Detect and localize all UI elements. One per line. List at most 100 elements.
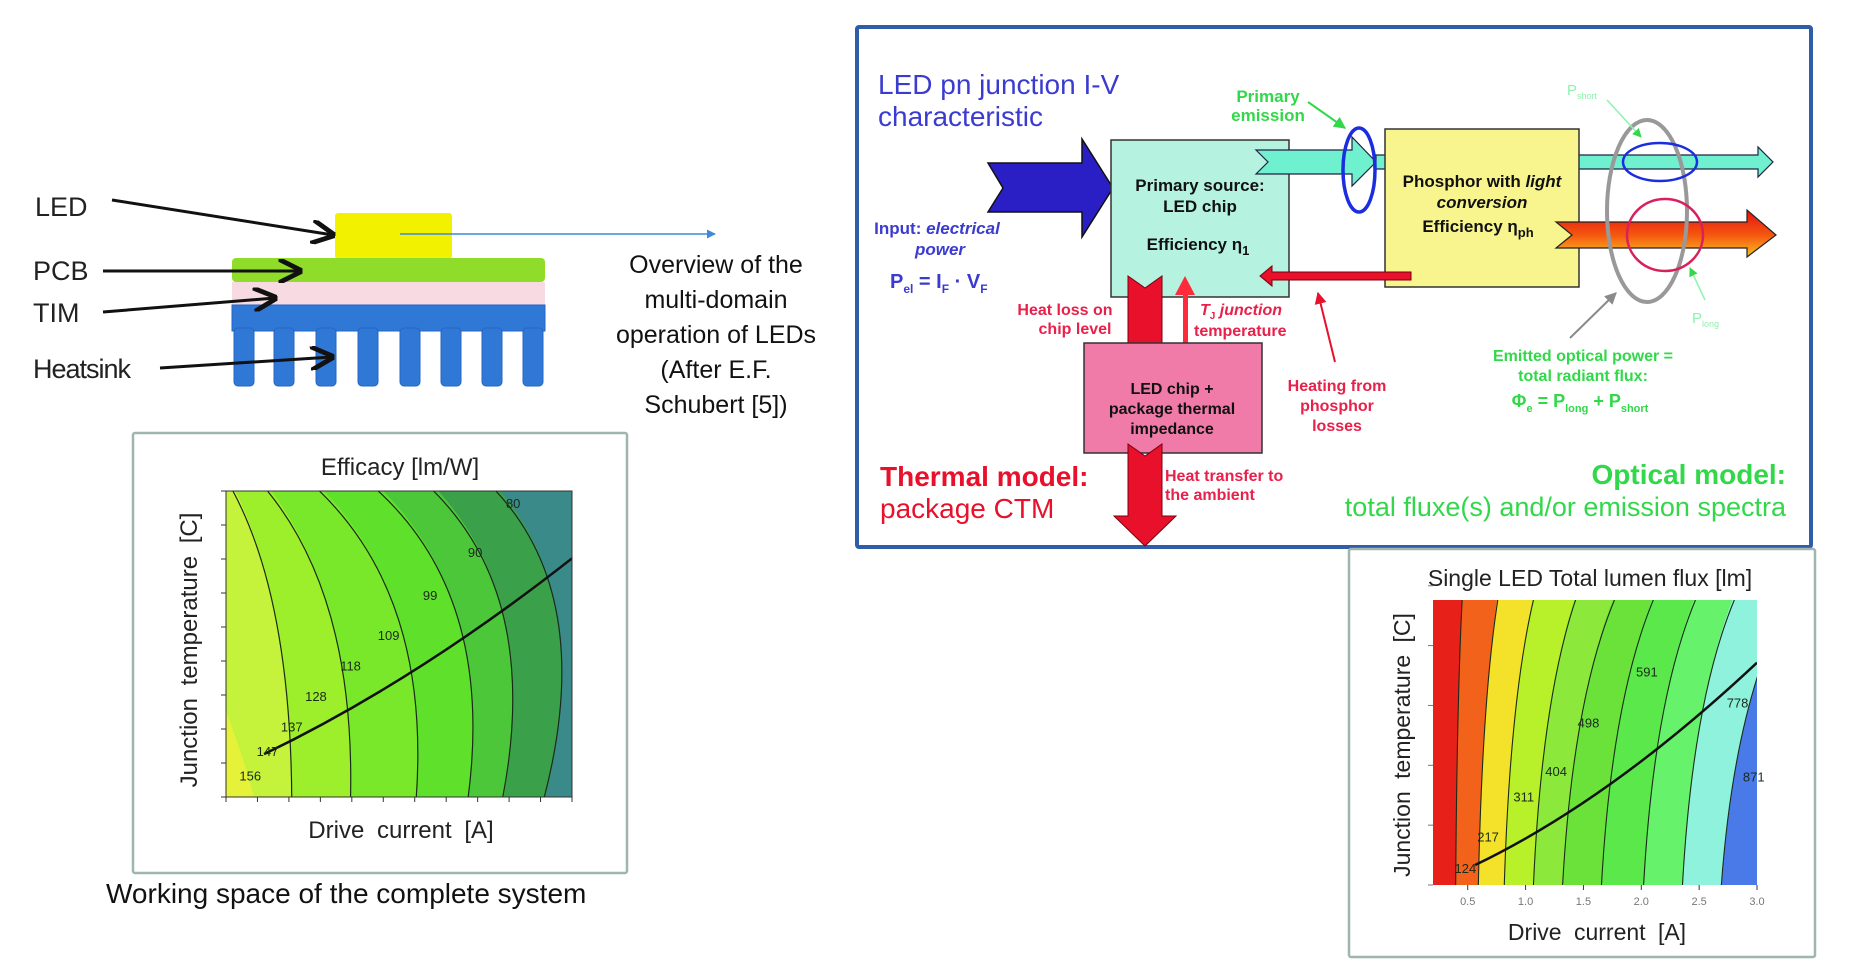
efficacy-xlabel: Drive current [A] [308, 817, 493, 844]
heating-pointer [1314, 291, 1336, 363]
heatsink-fins [233, 327, 544, 387]
heatsink-fin [273, 327, 295, 387]
lumen-plot-area [1433, 600, 1757, 885]
phosphor-heating-arrow [1259, 264, 1412, 288]
efficacy-plot-border [225, 490, 573, 798]
pcb-layer [232, 258, 545, 282]
tim-layer [232, 282, 545, 305]
efficacy-contour-label: 118 [340, 658, 361, 673]
working-space-caption: Working space of the complete system [106, 878, 586, 909]
lumen-contour-line [1600, 600, 1654, 885]
emitted-line1: Emitted optical power = [1493, 348, 1673, 365]
heat-transfer-line1: Heat transfer to [1165, 468, 1283, 485]
primary-emission-marker [1341, 126, 1377, 214]
efficacy-contour-label: 137 [281, 720, 303, 735]
phosphor-with: Phosphor with [1403, 172, 1526, 191]
efficacy-contour-line [377, 491, 474, 797]
overview-caption: Overview of the multi-domain operation o… [616, 251, 816, 419]
p-short-label: Pshort [1567, 82, 1598, 101]
phosphor-efficiency: Efficiency ηph [1422, 217, 1533, 240]
heatsink-base [231, 304, 546, 332]
efficacy-contour-label: 109 [378, 628, 400, 643]
optical-model-subtitle: total fluxe(s) and/or emission spectra [1345, 492, 1787, 522]
p-long-pointer [1689, 267, 1706, 301]
lumen-chart-title: Single LED Total lumen flux [lm] [1428, 565, 1752, 591]
input-label-word1: Input: [874, 219, 926, 238]
heating-phosphor-line2: phosphor [1300, 398, 1374, 415]
primary-box-line1: Primary source: [1135, 176, 1264, 195]
phosphor-box-line2: conversion [1437, 193, 1528, 212]
efficacy-chart: Efficacy [lm/W] 156147137128118109999080… [131, 431, 629, 875]
heat-loss-line2: chip level [1039, 321, 1112, 338]
heatsink-fin [440, 327, 462, 387]
lumen-x-tick-label: 2.5 [1691, 896, 1706, 908]
efficacy-operating-curve [263, 557, 572, 756]
thermal-box-line2: package thermal [1109, 401, 1235, 418]
input-power-formula: Pel = IF · VF [890, 271, 988, 296]
efficacy-contour-line [433, 491, 514, 797]
primary-emission-arrow [1254, 135, 1377, 188]
heat-loss-line1: Heat loss on [1017, 302, 1112, 319]
lumen-ylabel: Junction temperature [C] [1389, 613, 1415, 877]
arrow-heatsink [159, 357, 332, 368]
lumen-contour-line [1720, 676, 1757, 885]
lumen-contour-line [1532, 600, 1577, 885]
emitted-formula: Φe = Plong + Pshort [1512, 391, 1649, 415]
lumen-contour-label: 498 [1578, 716, 1600, 731]
p-short-ellipse [1621, 141, 1699, 183]
lumen-contour-line [1477, 600, 1499, 885]
tj-line1: TJ junction [1200, 302, 1282, 322]
p-short-pointer [1606, 99, 1642, 138]
thermal-model-title: Thermal model: [880, 461, 1088, 492]
primary-emission-pointer [1307, 101, 1346, 129]
heatsink-fin [233, 327, 255, 387]
lumen-contour-line [1455, 600, 1463, 885]
efficacy-plot-area [226, 491, 572, 797]
tj-line2: temperature [1194, 323, 1287, 340]
thermal-box-line1: LED chip + [1130, 381, 1213, 398]
efficacy-contour-label: 147 [257, 744, 279, 759]
phosphor-box-line1: Phosphor with light [1403, 172, 1563, 191]
efficacy-chart-title: Efficacy [lm/W] [321, 454, 479, 481]
heatsink-fin [399, 327, 421, 387]
svg-text:Overview of the: Overview of the [629, 251, 803, 279]
primary-efficiency: Efficiency η1 [1147, 235, 1250, 258]
efficacy-ticks [221, 490, 573, 802]
phosphor-box [1384, 128, 1580, 288]
arrow-led [111, 198, 333, 235]
input-label-line1: Input: electrical [874, 219, 1001, 238]
lumen-contour-label: 124 [1455, 861, 1477, 876]
lumen-x-tick-label: 3.0 [1749, 896, 1764, 908]
lumen-band [1433, 600, 1462, 885]
p-long-label: Plong [1692, 310, 1719, 329]
lumen-contour-label: 778 [1727, 696, 1749, 711]
efficacy-contour-line [319, 491, 419, 797]
iv-title-line2: characteristic [878, 101, 1043, 132]
heat-to-ambient-arrow [1112, 443, 1178, 547]
lumen-contour-label: 871 [1743, 770, 1765, 785]
label-heatsink: Heatsink [33, 354, 132, 384]
lumen-contour-label: 591 [1636, 664, 1658, 679]
svg-text:Schubert [5]): Schubert [5]) [644, 391, 787, 419]
phosphor-light: light [1525, 172, 1562, 191]
arrow-tim [102, 298, 275, 314]
efficacy-contour-label: 99 [423, 588, 437, 603]
lumen-xlabel: Drive current [A] [1508, 919, 1686, 945]
lumen-contour-label: 311 [1513, 790, 1534, 805]
input-label-word2: electrical [926, 219, 1001, 238]
junction-temperature-arrow [1175, 276, 1195, 355]
iv-title-line1: LED pn junction I-V [878, 69, 1120, 100]
led-stack-diagram: LED PCB TIM Heatsink Overview of the mul… [33, 192, 816, 419]
efficacy-contour-label: 90 [468, 545, 482, 560]
lumen-x-tick-label: 1.5 [1576, 896, 1591, 908]
heatsink-fin [357, 327, 379, 387]
primary-source-box [1110, 139, 1290, 298]
label-tim: TIM [33, 298, 80, 328]
total-flux-ellipse [1605, 118, 1689, 304]
optical-model-title: Optical model: [1592, 459, 1786, 490]
efficacy-contour-line [267, 491, 352, 797]
heatsink-fin [481, 327, 503, 387]
thermal-model-subtitle: package CTM [880, 493, 1054, 524]
